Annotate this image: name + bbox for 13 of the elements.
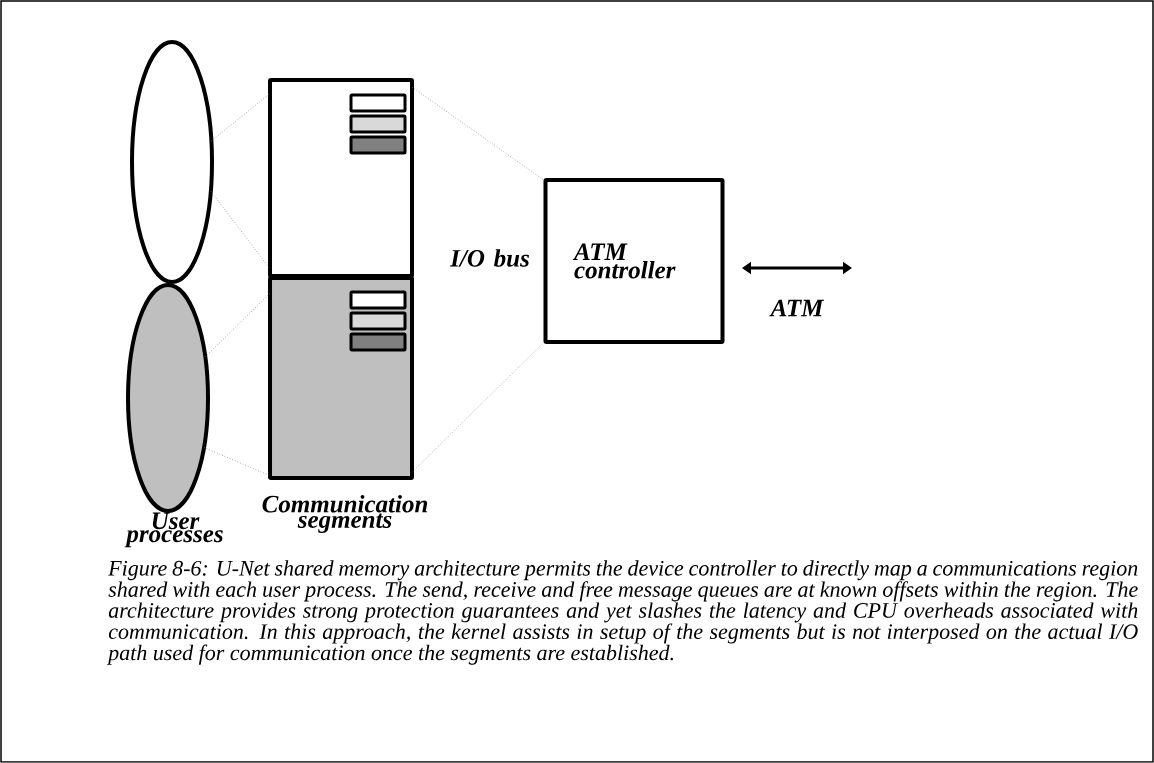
caption: Figure 8-6: U-Net shared memory architecture permits the device controller to directly map a communications region shared with each user process. The send, receive and free message queues are at known offsets within the region. The architecture provides strong protection guarantees and yet slashes the latency and CPU overheads associated with communication. In this approach, the kernel assists in setup of the segments but is not interposed on the actual I/O path used for communication once the segments are established. [106, 560, 1138, 665]
connector-line [204, 292, 271, 358]
label: ATM [769, 299, 825, 317]
connector-line [203, 447, 271, 477]
process-ellipse [130, 40, 214, 284]
connector-line [411, 86, 546, 182]
label: I/O bus [449, 249, 530, 267]
connector-line [411, 340, 546, 473]
process-ellipse [126, 283, 210, 513]
connector-line [210, 190, 271, 270]
controller-box: ATM controller [543, 178, 725, 344]
label: Communication segments [262, 494, 428, 533]
label: User processes [124, 512, 223, 548]
